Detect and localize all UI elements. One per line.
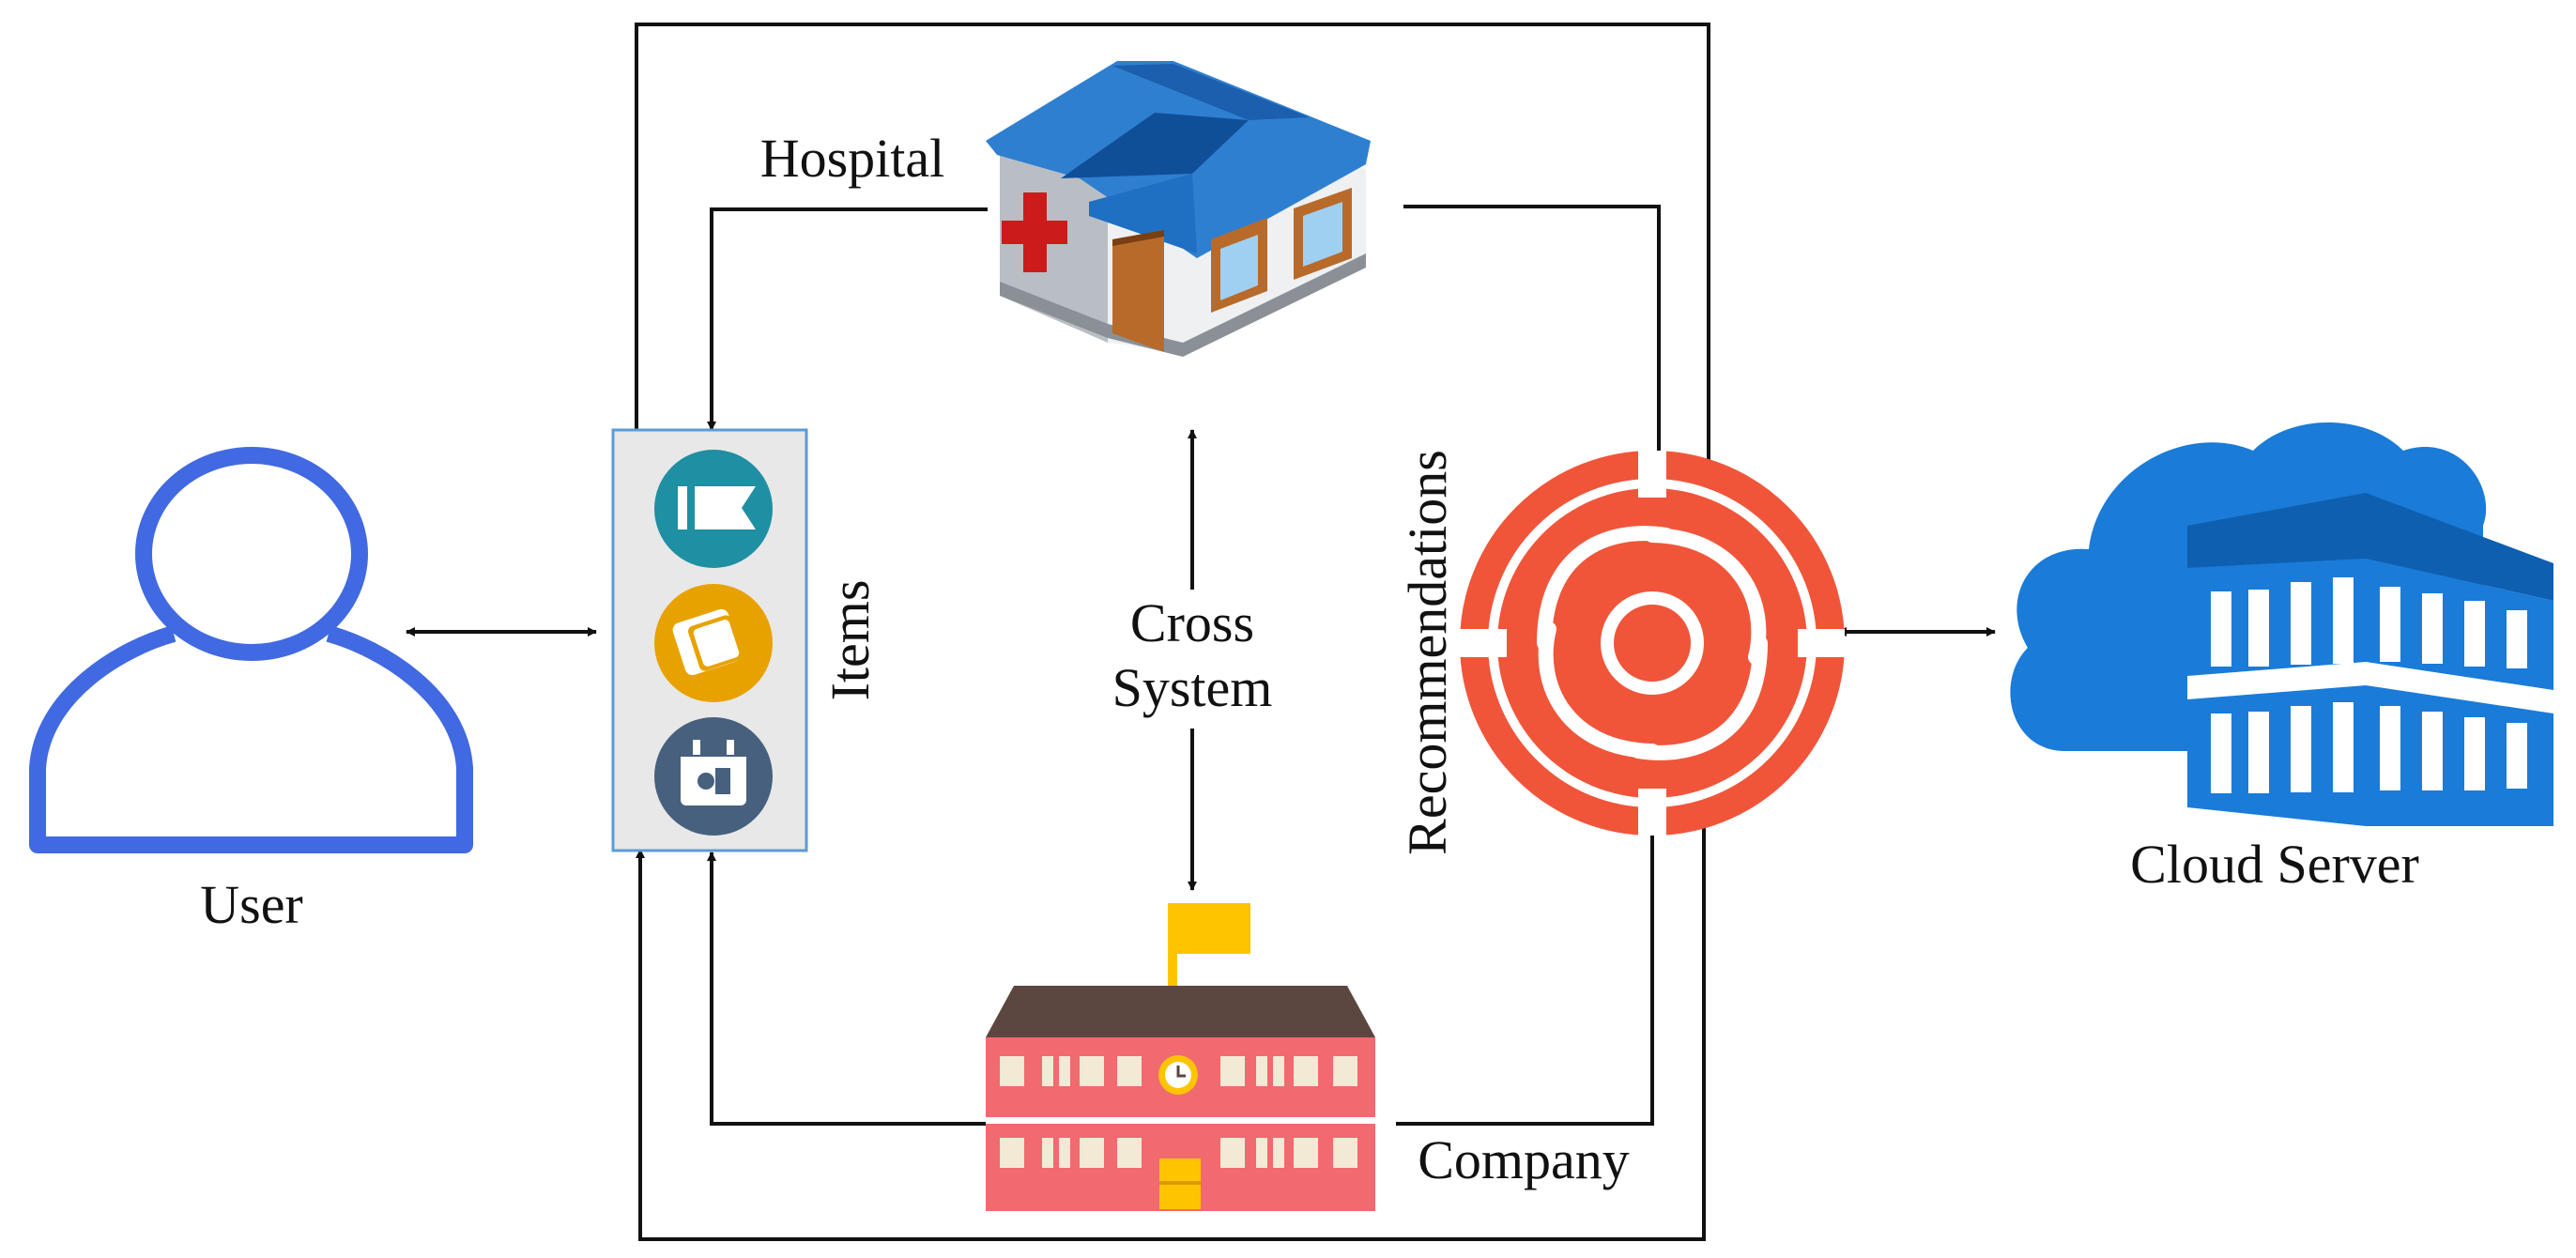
company-label: Company	[1418, 1129, 1630, 1190]
arrow-items-loop-top	[635, 23, 1713, 472]
user-label: User	[200, 874, 303, 935]
hospital-label: Hospital	[760, 128, 945, 189]
recommendations-label: Recommendations	[1397, 450, 1458, 855]
user-icon	[29, 447, 473, 853]
arrow-loop-bottom-items	[636, 807, 1706, 1241]
cross-system-label-line2: System	[1112, 657, 1273, 718]
calendar-icon	[654, 717, 773, 836]
cloud-server-label: Cloud Server	[2130, 834, 2419, 895]
cross-system-label-line1: Cross	[1130, 592, 1254, 653]
hospital-building-icon	[986, 61, 1371, 357]
clock-icon	[1158, 1055, 1198, 1095]
arrow-company-recommendations	[1396, 816, 1657, 1126]
connectors	[406, 23, 1996, 1241]
company-building-icon	[986, 903, 1375, 1211]
cloud-server-icon	[2010, 422, 2553, 826]
arrow-hospital-items	[707, 207, 988, 431]
target-icon	[1460, 451, 1845, 836]
company-windows	[1000, 1056, 1357, 1168]
arrow-hospital-recommendations	[1403, 205, 1664, 466]
items-panel	[611, 428, 808, 852]
red-cross-icon	[1002, 192, 1067, 272]
flag-tag-icon	[654, 450, 773, 568]
items-label: Items	[820, 580, 881, 701]
card-icon	[654, 584, 773, 702]
arrow-company-items	[707, 851, 988, 1126]
